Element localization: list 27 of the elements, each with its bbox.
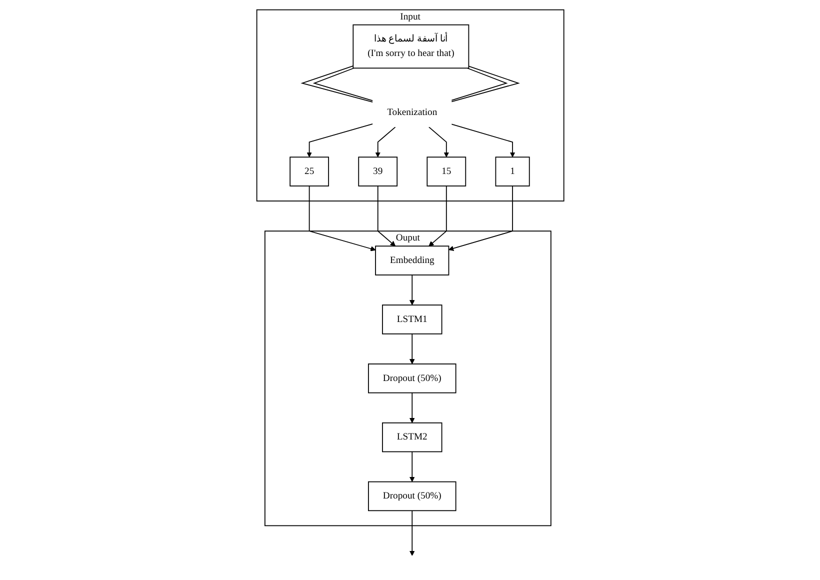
node-text: Tokenization (386, 107, 437, 118)
node-box: 39 (358, 156, 398, 186)
connector (300, 66, 373, 102)
node-box: 1 (494, 156, 530, 186)
node-box: Embedding (374, 246, 449, 276)
connector (450, 66, 520, 102)
arrow (428, 126, 449, 158)
arrow (374, 126, 396, 158)
arrow (428, 186, 447, 246)
arrow (409, 392, 414, 424)
node-box: Dropout (50%) (368, 481, 456, 512)
arrow (409, 451, 414, 482)
arrow (409, 510, 414, 556)
node-box: LSTM2 (382, 422, 442, 452)
node-box: Dropout (50%) (368, 364, 456, 394)
connector (312, 68, 373, 102)
arrow (450, 124, 515, 158)
arrow (306, 123, 373, 158)
arrow (448, 186, 513, 251)
connector (450, 68, 508, 101)
node-box: 15 (426, 156, 466, 186)
arrow (377, 186, 396, 246)
node-box: 25 (289, 156, 329, 186)
arrow (409, 333, 414, 364)
node-box: LSTM1 (382, 304, 442, 334)
arrow (308, 186, 376, 252)
arrow (409, 274, 414, 306)
